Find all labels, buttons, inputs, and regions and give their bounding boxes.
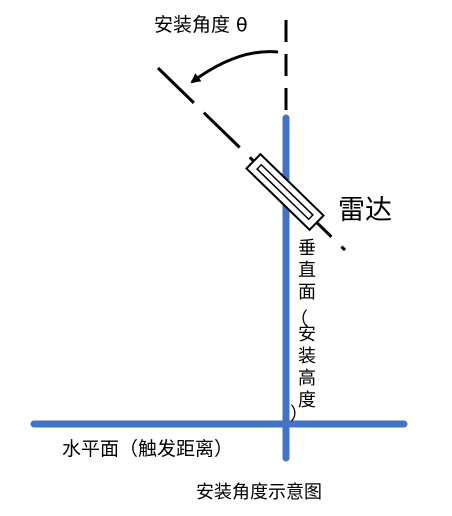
vertical-paren-char: （ bbox=[290, 309, 308, 330]
vertical-paren-char: 度 bbox=[298, 390, 316, 411]
vertical-label-char: 直 bbox=[298, 260, 316, 281]
angle-label: 安装角度 θ bbox=[154, 14, 248, 36]
vertical-paren-char: 安 bbox=[298, 324, 316, 345]
vertical-label-char: 面 bbox=[298, 282, 316, 303]
vertical-paren-char: ） bbox=[290, 404, 308, 425]
vertical-paren-char: 高 bbox=[298, 368, 316, 389]
angle-arc-arrow bbox=[190, 50, 279, 84]
diagram-caption: 安装角度示意图 bbox=[196, 482, 322, 503]
vertical-surface-paren-label: （ 安 装 高 度 ） bbox=[290, 309, 316, 425]
vertical-label-char: 垂 bbox=[298, 238, 316, 259]
radar-sensor bbox=[245, 152, 325, 232]
radar-label: 雷达 bbox=[338, 195, 392, 226]
vertical-paren-char: 装 bbox=[298, 346, 316, 367]
horizontal-surface-label: 水平面（触发距离） bbox=[62, 438, 233, 460]
vertical-surface-label: 垂 直 面 bbox=[298, 238, 316, 303]
